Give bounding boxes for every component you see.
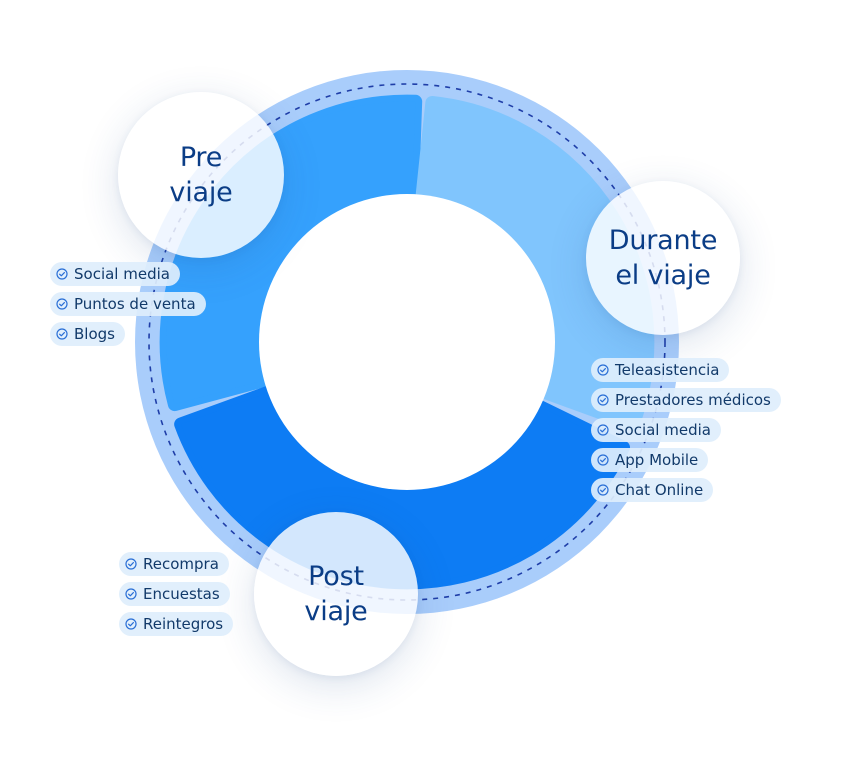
stage-title-post-viaje: Post viaje (304, 561, 368, 627)
check-circle-icon (56, 328, 68, 340)
check-circle-icon (597, 364, 609, 376)
stage-title-durante-el-viaje: Durante el viaje (608, 225, 718, 291)
check-circle-icon (56, 298, 68, 310)
check-circle-icon (125, 588, 137, 600)
stage-circle-post-viaje: Post viaje (254, 512, 418, 676)
stage-circle-pre-viaje: Pre viaje (118, 92, 284, 258)
list-item: Recompra (119, 552, 229, 576)
check-circle-icon (125, 558, 137, 570)
pre-viaje-items: Social media Puntos de venta Blogs (50, 262, 206, 352)
list-item: Reintegros (119, 612, 234, 636)
list-item: Blogs (50, 322, 125, 346)
list-item: Social media (591, 418, 721, 442)
dashed-orbit (148, 83, 666, 601)
list-item: App Mobile (591, 448, 709, 472)
post-viaje-items: Recompra Encuestas Reintegros (119, 552, 234, 642)
check-circle-icon (597, 394, 609, 406)
list-item: Chat Online (591, 478, 714, 502)
list-item: Social media (50, 262, 180, 286)
list-item: Encuestas (119, 582, 230, 606)
list-item: Prestadores médicos (591, 388, 781, 412)
check-circle-icon (125, 618, 137, 630)
check-circle-icon (597, 424, 609, 436)
stage-title-pre-viaje: Pre viaje (169, 142, 233, 208)
check-circle-icon (597, 454, 609, 466)
list-item: Teleasistencia (591, 358, 730, 382)
durante-el-viaje-items: Teleasistencia Prestadores médicos Socia… (591, 358, 781, 508)
check-circle-icon (597, 484, 609, 496)
stage-circle-durante-el-viaje: Durante el viaje (586, 181, 740, 335)
list-item: Puntos de venta (50, 292, 206, 316)
inner-hole (259, 194, 555, 490)
check-circle-icon (56, 268, 68, 280)
